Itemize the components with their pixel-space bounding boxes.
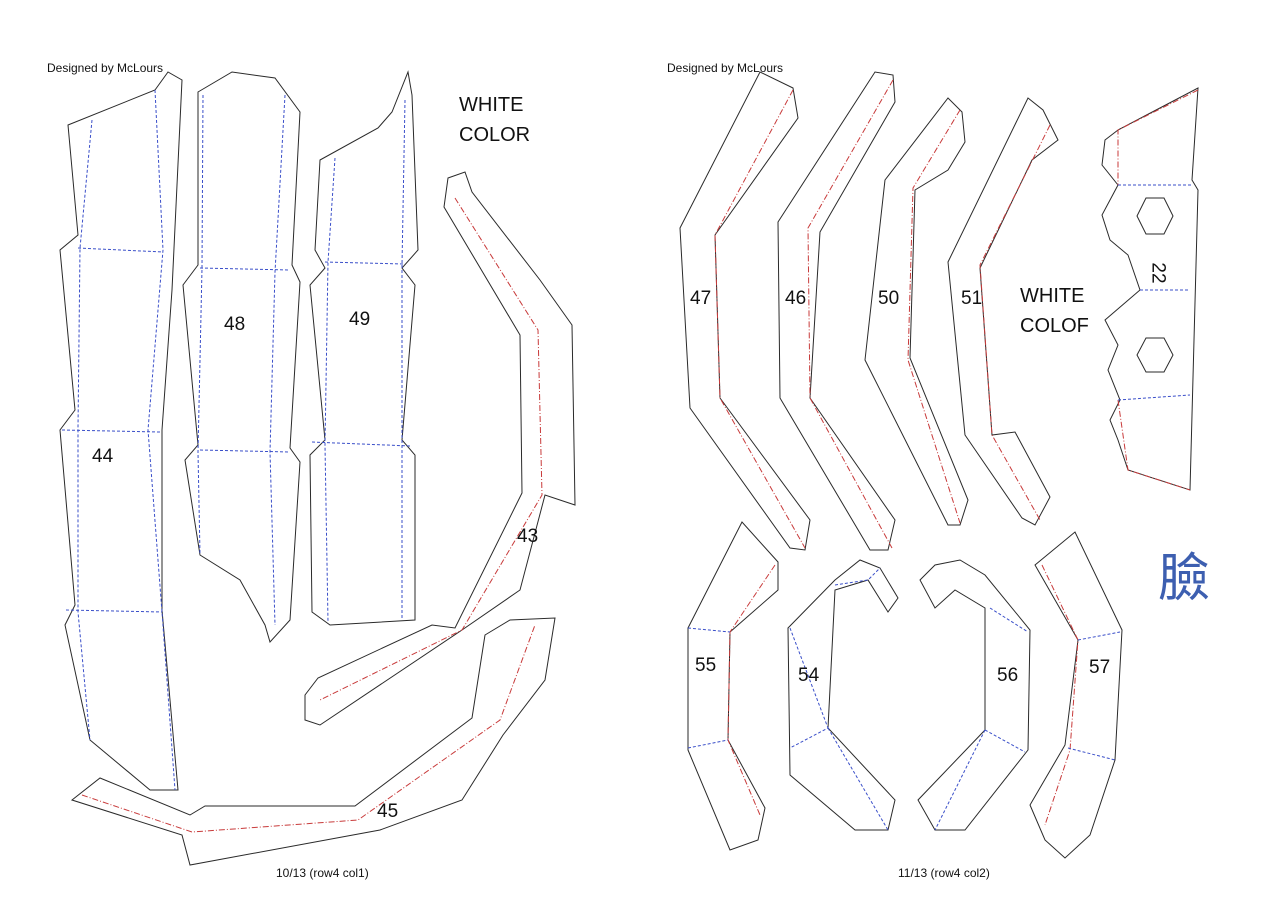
part-22-piece [1101,87,1199,491]
designer-credit: Designed by McLours [47,61,164,75]
page-footer: 10/13 (row4 col1) [276,866,369,880]
hex-hole [1136,197,1174,235]
color-note-line: WHITE [1020,285,1085,307]
part-54-piece [787,559,899,831]
part-44-fold [77,119,93,741]
part-label-55: 55 [695,655,717,676]
part-label-49: 49 [349,309,371,330]
designer-credit: Designed by McLours [667,61,784,75]
part-label-51: 51 [961,288,983,309]
part-label-50: 50 [878,288,900,309]
part-50-piece [864,97,969,526]
part-56-fold [989,607,1029,633]
part-45-piece [70,617,556,866]
part-label-57: 57 [1089,657,1111,678]
part-50-fold [907,109,961,524]
part-45-fold [81,624,536,833]
part-48-piece [182,71,301,643]
part-56-piece [917,559,1031,831]
part-49-fold [401,99,406,620]
right-sheet: Designed by McLours WHITE COLOF 47 46 50… [640,0,1280,905]
part-label-45: 45 [377,801,399,822]
part-46-piece [777,71,896,551]
color-note-line: COLOF [1020,315,1089,337]
part-44-fold [147,89,176,791]
part-57-fold [1041,564,1079,826]
part-label-47: 47 [690,288,712,309]
part-label-43: 43 [517,526,539,547]
part-43-piece [304,171,576,726]
part-54-fold [834,567,881,586]
part-22-fold [1117,89,1199,185]
part-46-fold [807,79,894,549]
left-sheet: Designed by McLours WHITE COLOR 44 48 49… [47,61,539,880]
part-51-piece [947,97,1059,526]
part-56-fold [984,729,1026,753]
color-note-line: WHITE [459,94,524,116]
part-57-piece [1029,531,1123,859]
color-note: WHITE COLOF [1020,281,1089,341]
part-label-48: 48 [224,314,246,335]
part-49-piece [309,70,419,626]
page-footer: 11/13 (row4 col2) [898,866,990,880]
part-label-44: 44 [92,446,114,467]
kanji-face-glyph: 臉 [1158,549,1211,609]
part-44-piece [59,71,183,791]
part-49-fold [324,157,336,623]
part-label-54: 54 [798,665,820,686]
part-48-fold [269,94,286,626]
part-43-fold [319,197,543,701]
part-label-46: 46 [785,288,807,309]
part-label-56: 56 [997,665,1019,686]
part-47-fold [714,89,806,549]
hex-hole [1136,337,1174,373]
part-51-fold [979,124,1051,521]
part-22-fold [1117,399,1191,491]
part-48-fold [197,94,204,556]
color-note-line: COLOR [459,124,531,146]
part-55-fold [727,564,776,816]
part-label-22: 22 [1147,262,1169,284]
color-note: WHITE COLOR [459,90,530,150]
